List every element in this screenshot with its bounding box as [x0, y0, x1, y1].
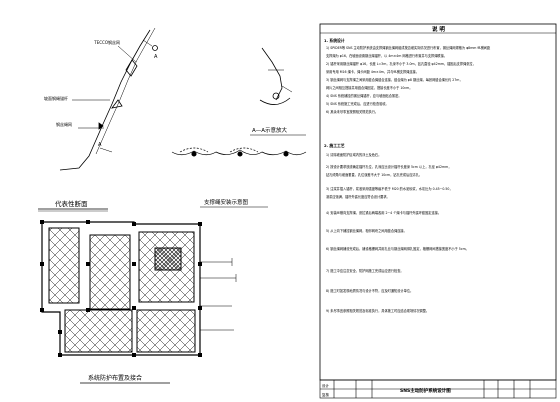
- anchor-install-title: 支撑绳安装示意图: [204, 198, 249, 206]
- section-marker-a2: A: [98, 142, 102, 148]
- net-panel: [89, 234, 131, 310]
- note-line: 8) 施工时如发现地质情况与设计不符，应及时通知设计单位。: [326, 288, 413, 293]
- note-line: 3) 注浆并插入锚杆，浆液采用强度等级不低于 M20 的水泥砂浆，水灰比为 0.…: [326, 186, 453, 191]
- net-layout-plan: [40, 220, 237, 357]
- callout-1: 坡面钢绳锚杆: [44, 95, 68, 101]
- note-line: 5) 从上向下铺挂钢丝绳网，相邻网块之间用缝合绳连接。: [326, 228, 407, 233]
- title-block: [319, 379, 557, 399]
- callout-3: TECCO钢丝网: [93, 39, 120, 45]
- note-line: 4) SNS 系统铺挂的钢丝绳锚杆，应与坡面贴合紧密。: [326, 93, 401, 98]
- representative-section: [59, 27, 158, 171]
- section-title: 代表性断面: [55, 199, 88, 208]
- support-rope-install-sketch: [171, 147, 307, 157]
- callout-2: 钢丝绳网: [56, 121, 72, 127]
- notes-lines-construction: 1) 清除坡面防护区域内的浮土及危石。 2) 按设计要求放线确定锚杆孔位，孔深应…: [326, 152, 469, 313]
- note-line: 1) 清除坡面防护区域内的浮土及危石。: [326, 152, 381, 157]
- note-line: 灌浆应饱满，锚杆外露长度应符合设计要求。: [326, 194, 390, 199]
- notes-lines-design: 1) SPIDER等 SNS 主动防护系统由支撑绳钢丝绳网组成按边坡实际情况进行…: [326, 45, 491, 114]
- notes-title: 说 明: [432, 25, 445, 33]
- note-line: 1) SPIDER等 SNS 主动防护系统由支撑绳钢丝绳网组成按边坡实际情况进行…: [326, 45, 491, 50]
- note-line: 支撑绳为 φ16，在坡面设置钢丝绳锚杆，以 4m×4m 网格进行布置并与支撑绳联…: [326, 53, 447, 58]
- title-block-check-label: 复核: [322, 392, 330, 397]
- drawing-name: SNS主动防护系统设计图: [400, 387, 451, 394]
- note-line: 7) 施工中应注意安全，防护网施工完成后应进行检查。: [326, 268, 404, 273]
- note-line: 采用专用 M16 绳卡，绳卡间距 4m×4m，并与纵横支撑绳连接。: [326, 69, 419, 74]
- grid-net-inset: [154, 247, 182, 271]
- detail-a-a-title: A—A示意放大: [252, 126, 288, 134]
- note-line: 钻孔倾角与坡面垂直，孔位误差不大于 10cm，钻孔完成后应清孔。: [326, 172, 422, 177]
- note-line: 6) 其余未尽事宜按照相关规范执行。: [326, 109, 378, 114]
- note-line: 2) 按设计要求放线确定锚杆孔位，孔深应比设计锚杆长度深 5cm 以上，孔径 φ…: [326, 164, 451, 169]
- note-line: 9) 未尽事宜参照相关规范及标准执行，具体施工时应结合现场情况调整。: [326, 308, 429, 313]
- note-line: 5) SNS 系统施工完成后，应进行检查验收。: [326, 101, 389, 106]
- note-line: 2) 锚杆采用钢丝绳锚杆 φ16，长度 L=3m，孔深不小于 3.0m，钻孔直径…: [326, 61, 476, 66]
- title-block-design-label: 设计: [322, 383, 330, 388]
- net-layout-title: 系统防护布置及接合: [88, 374, 142, 382]
- note-line: 网片之间相互搭接并用缝合绳固定，搭接长度不小于 10cm。: [326, 85, 412, 90]
- net-panel: [64, 309, 133, 353]
- notes-heading-construction: 2. 施工工艺: [324, 143, 345, 148]
- net-panel: [48, 227, 80, 304]
- notes-heading-design: 1. 系统设计: [324, 38, 345, 43]
- note-line: 3) 钢丝绳网与支撑绳之间采用缝合绳缝合连接，缝合绳为 φ8 钢丝绳，每张网缝合…: [326, 77, 463, 82]
- net-panel: [136, 309, 196, 353]
- note-line: 6) 钢丝绳网铺设完成后，铺设格栅网并用扎丝与钢丝绳网绑扎固定，格栅网间搭接宽度…: [326, 246, 469, 251]
- detail-a-a-sketch: [259, 47, 293, 105]
- note-line: 4) 安装纵横向支撑绳，张拉紧后两端各用 2~4 个绳卡与锚杆外露环套固定连接。: [326, 210, 441, 215]
- section-marker-a1: A: [154, 54, 158, 60]
